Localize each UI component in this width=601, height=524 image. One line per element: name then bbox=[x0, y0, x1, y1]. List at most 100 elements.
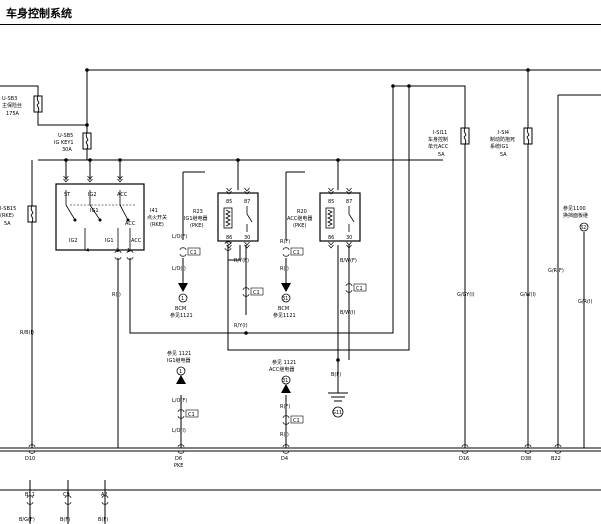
svg-text:R/Y(I): R/Y(I) bbox=[234, 323, 248, 329]
svg-text:ST: ST bbox=[64, 192, 71, 198]
svg-text:G/GY(I): G/GY(I) bbox=[457, 292, 475, 298]
ref-acc-relay: 参见 1121 ACC继电器 31 bbox=[269, 359, 296, 393]
svg-text:IG1继电器: IG1继电器 bbox=[184, 215, 208, 222]
ref-ig1-relay: 参见 1121 IG1继电器 1 bbox=[167, 350, 191, 384]
svg-text:D4: D4 bbox=[281, 456, 288, 462]
svg-text:I-SI11: I-SI11 bbox=[433, 130, 447, 136]
svg-text:30: 30 bbox=[346, 235, 352, 241]
svg-text:参见1121: 参见1121 bbox=[170, 312, 193, 319]
svg-text:主保险丝: 主保险丝 bbox=[2, 102, 22, 109]
svg-text:R(I): R(I) bbox=[280, 432, 289, 438]
bottom-connectors: B11 C9 A2 B/G(F) B(F) B(F) bbox=[19, 492, 109, 523]
svg-text:D6: D6 bbox=[175, 456, 182, 462]
svg-text:C1: C1 bbox=[188, 412, 195, 418]
svg-text:IG KEY1: IG KEY1 bbox=[54, 140, 74, 146]
svg-text:IG2: IG2 bbox=[88, 192, 97, 198]
svg-text:87: 87 bbox=[346, 199, 352, 205]
svg-text:参见1121: 参见1121 bbox=[273, 312, 296, 319]
svg-text:C1: C1 bbox=[253, 290, 260, 296]
svg-text:换挡面板继: 换挡面板继 bbox=[563, 212, 588, 219]
svg-text:L/O(F): L/O(F) bbox=[172, 398, 187, 404]
page-title: 车身控制系统 bbox=[6, 7, 72, 20]
svg-text:ACC继电器: ACC继电器 bbox=[269, 366, 294, 373]
svg-text:ACC: ACC bbox=[131, 238, 142, 244]
svg-text:B(F): B(F) bbox=[331, 372, 341, 378]
svg-text:87: 87 bbox=[244, 199, 250, 205]
svg-text:C1: C1 bbox=[293, 418, 300, 424]
relay-r20: 85 87 86 30 R20 ACC继电器 (PKE) bbox=[287, 187, 361, 249]
svg-text:点火开关: 点火开关 bbox=[147, 214, 167, 221]
splice-dots bbox=[64, 68, 530, 362]
svg-text:ACC继电器: ACC继电器 bbox=[287, 215, 312, 222]
connectors-c1: C1 C1 C1 C1 C1 C1 bbox=[114, 241, 367, 425]
svg-text:5A: 5A bbox=[438, 152, 445, 158]
ground-g11: G11 bbox=[328, 392, 348, 418]
svg-text:31: 31 bbox=[282, 378, 288, 384]
svg-text:ACC: ACC bbox=[125, 221, 136, 227]
svg-text:32: 32 bbox=[580, 225, 586, 231]
bus-splices: D10 D6 PKE D4 D16 D38 B22 bbox=[25, 444, 562, 469]
svg-text:B/G(F): B/G(F) bbox=[19, 517, 35, 523]
svg-text:系统IG1: 系统IG1 bbox=[490, 143, 509, 150]
svg-text:4: 4 bbox=[86, 248, 89, 254]
svg-text:B/W(F): B/W(F) bbox=[340, 258, 357, 264]
svg-text:R(I): R(I) bbox=[112, 292, 121, 298]
svg-text:U-SB5: U-SB5 bbox=[58, 133, 73, 139]
ref-bcm-1: 1 BCM 参见1121 bbox=[170, 283, 193, 319]
svg-text:U-SB3: U-SB3 bbox=[2, 96, 17, 102]
svg-text:5A: 5A bbox=[500, 152, 507, 158]
svg-text:R/Y(F): R/Y(F) bbox=[234, 258, 249, 264]
svg-text:C9: C9 bbox=[63, 492, 70, 498]
svg-text:G/W(I): G/W(I) bbox=[520, 292, 536, 298]
svg-text:IG2: IG2 bbox=[69, 238, 78, 244]
svg-text:D16: D16 bbox=[459, 456, 469, 462]
svg-text:C1: C1 bbox=[190, 250, 197, 256]
svg-text:C1: C1 bbox=[356, 286, 363, 292]
svg-text:1: 1 bbox=[181, 296, 184, 302]
svg-text:IG1: IG1 bbox=[105, 238, 114, 244]
svg-text:G11: G11 bbox=[332, 410, 342, 416]
svg-text:(PKE): (PKE) bbox=[190, 223, 203, 229]
svg-text:B22: B22 bbox=[551, 456, 561, 462]
svg-text:D38: D38 bbox=[521, 456, 531, 462]
svg-text:I-SI4: I-SI4 bbox=[498, 130, 509, 136]
svg-text:BCM: BCM bbox=[278, 306, 289, 312]
svg-text:B(F): B(F) bbox=[98, 517, 108, 523]
svg-text:B(F): B(F) bbox=[60, 517, 70, 523]
svg-text:85: 85 bbox=[328, 199, 334, 205]
svg-text:PKE: PKE bbox=[174, 463, 183, 469]
fuse-i-sb15: I-SB15 (RKE) 5A bbox=[0, 205, 37, 227]
svg-text:R23: R23 bbox=[193, 209, 203, 215]
svg-text:30A: 30A bbox=[62, 147, 72, 153]
svg-text:IG1继电器: IG1继电器 bbox=[167, 357, 191, 364]
svg-text:85: 85 bbox=[226, 199, 232, 205]
fuse-u-sb5: U-SB5 IG KEY1 30A bbox=[54, 132, 92, 153]
svg-text:1: 1 bbox=[179, 369, 182, 375]
svg-text:单元ACC: 单元ACC bbox=[428, 143, 449, 150]
page-header: 车身控制系统 bbox=[0, 0, 601, 25]
svg-text:B/W(I): B/W(I) bbox=[340, 310, 355, 316]
fuse-i-si11: I-SI11 车身控制 单元ACC 5A bbox=[428, 127, 470, 158]
wire-labels: L/O(F) L/O(I) R/Y(F) R/Y(I) R(F) R(I) B/… bbox=[20, 234, 592, 438]
main-wiring bbox=[0, 69, 601, 524]
svg-text:L/O(I): L/O(I) bbox=[172, 428, 186, 434]
svg-text:R20: R20 bbox=[297, 209, 307, 215]
svg-text:86: 86 bbox=[328, 235, 334, 241]
svg-text:(RKE): (RKE) bbox=[150, 222, 164, 228]
svg-text:参见 1121: 参见 1121 bbox=[167, 350, 191, 357]
ref-bcm-31: 31 BCM 参见1121 bbox=[273, 283, 296, 319]
svg-text:D10: D10 bbox=[25, 456, 35, 462]
fuse-i-si4: I-SI4 制动防抱死 系统IG1 5A bbox=[490, 127, 533, 158]
svg-text:C1: C1 bbox=[293, 250, 300, 256]
svg-text:I41: I41 bbox=[150, 208, 158, 214]
svg-text:L/O(F): L/O(F) bbox=[172, 234, 187, 240]
svg-text:R(F): R(F) bbox=[280, 239, 290, 245]
svg-text:5A: 5A bbox=[4, 221, 11, 227]
svg-text:参见 1121: 参见 1121 bbox=[272, 359, 296, 366]
svg-text:BCM: BCM bbox=[175, 306, 186, 312]
svg-text:G/R(I): G/R(I) bbox=[578, 299, 592, 305]
svg-text:ACC: ACC bbox=[117, 192, 128, 198]
svg-text:R/B(I): R/B(I) bbox=[20, 330, 34, 336]
svg-text:R(I): R(I) bbox=[280, 266, 289, 272]
ignition-switch: ST IG2 ACC IG1 ACC IG2 IG1 ACC 4 2 1 I41… bbox=[55, 175, 167, 254]
